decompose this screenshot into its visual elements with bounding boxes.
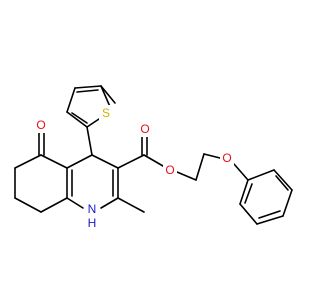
bond [244,183,253,204]
bond [117,197,145,213]
bond [66,111,88,128]
bond [176,171,197,181]
bond [86,126,93,156]
bond [74,85,102,89]
bonds [14,85,293,225]
ester-oxygen-label: O [165,163,174,177]
bond [91,154,119,169]
bond [14,154,42,169]
atom-labels: S O O O O N H [34,105,234,230]
bond [233,163,249,181]
bond [273,169,293,191]
bond [282,189,293,217]
nitrogen-label: N [88,202,97,216]
ether-oxygen-label: O [222,151,231,165]
nitrogen-atom: N H [85,201,99,230]
ketone-oxygen-label: O [36,118,45,132]
bond [100,85,116,104]
bond [275,175,289,191]
bond [14,197,42,213]
ketone-oxygen-atom: O [34,118,48,133]
bond [66,87,76,113]
carbonyl-oxygen-label: O [140,122,149,136]
bond [143,154,164,167]
bond [258,210,281,219]
bond [100,197,119,209]
carbonyl-oxygen-atom: O [138,122,152,137]
bond [195,153,205,181]
bond [76,89,99,93]
molecule-structure: S O O O O N H [14,85,293,230]
ester-oxygen-atom: O [163,162,177,177]
bond [86,118,100,128]
nitrogen-hydrogen-label: H [88,216,97,230]
sulfur-label: S [102,106,110,120]
ether-oxygen-atom: O [220,151,234,166]
bond [117,154,145,169]
bond [247,169,275,181]
bond [40,197,68,213]
bond [203,153,221,159]
bond [66,197,84,209]
bond [66,154,93,169]
bond [239,179,249,205]
sulfur-atom: S [99,105,113,121]
bond [40,154,68,169]
bond [256,215,284,225]
bond [71,112,88,124]
bond [239,203,258,225]
